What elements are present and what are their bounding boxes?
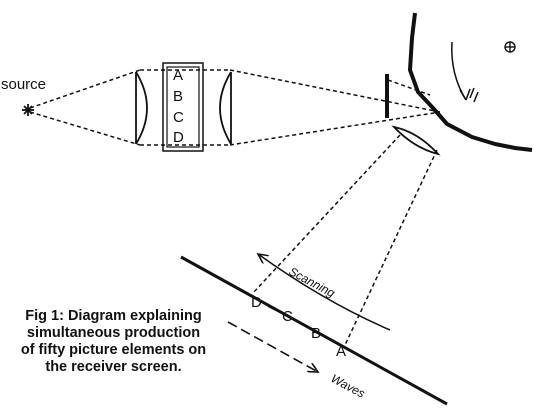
screen-letter-d: D [251,294,262,311]
right-lens [219,71,232,145]
scanning-arrow [258,254,391,331]
screen-letter-b: B [311,325,321,342]
slot-box [162,62,204,152]
slot-letter-c: C [173,109,184,126]
screen-beams [252,134,438,346]
receiver-screen [180,255,448,406]
caption-line: of fifty picture elements on [20,342,207,358]
source-star-icon [22,104,34,116]
caption-line: simultaneous production [26,325,201,341]
caption-line: Fig 1: Diagram explaining [25,308,202,324]
disc-center-icon [504,41,516,53]
screen-letter-a: A [336,343,346,360]
slot-letter-a: A [173,67,183,84]
rotation-arrow-icon [451,41,479,103]
screen-dash [323,335,337,344]
screen-letter-c: C [282,308,293,325]
waves-label: Waves [329,371,368,400]
figure-caption: Fig 1: Diagram explaining simultaneous p… [6,308,221,376]
slot-letter-b: B [173,88,183,105]
scanning-label: Scanning [287,264,338,300]
source-label: source [1,76,46,93]
mirror-drum [408,12,533,152]
left-lens [135,71,148,145]
projection-lens [391,125,441,156]
light-rays [29,69,441,146]
screen-dash [267,305,281,313]
waves-arrow [227,321,318,372]
caption-line: the receiver screen. [45,359,182,375]
slot-letter-d: D [173,129,184,146]
screen-dash [296,320,312,330]
